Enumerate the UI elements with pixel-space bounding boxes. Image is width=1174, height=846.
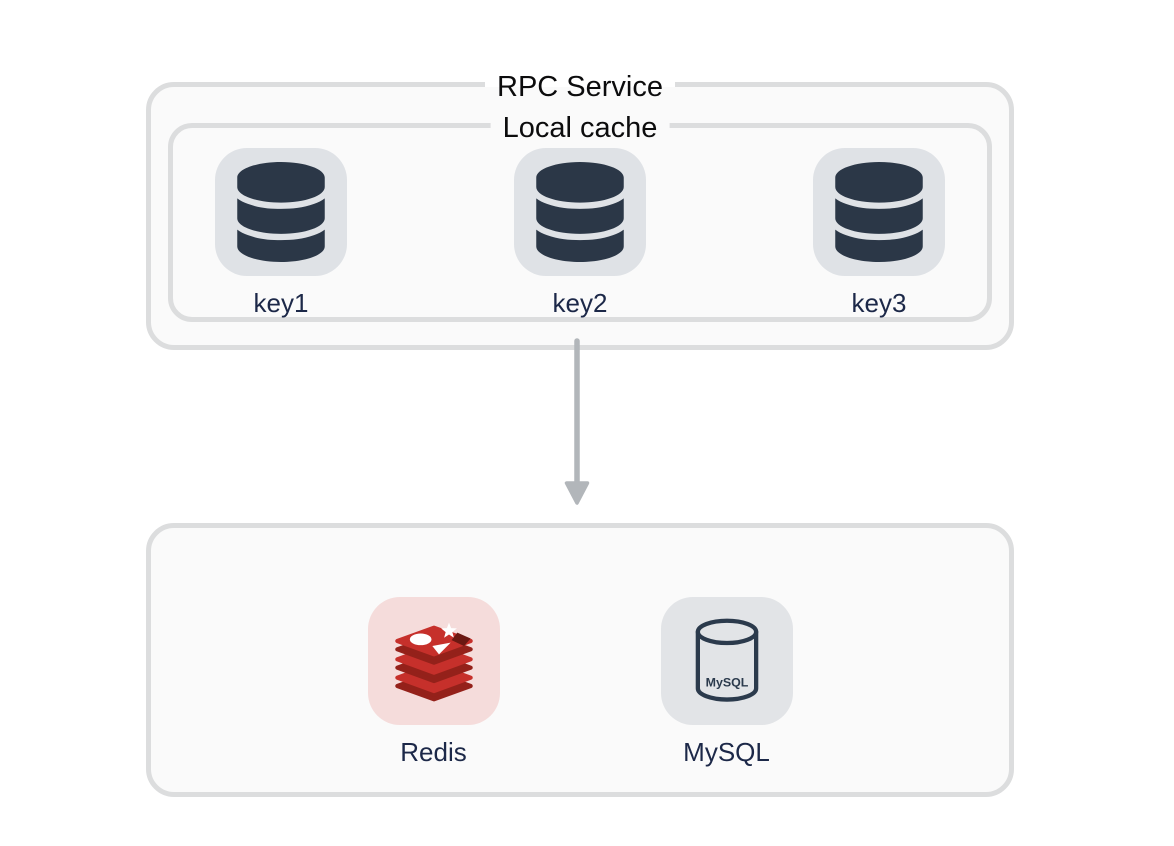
rpc-service-box: RPC Service Local cache key1 bbox=[146, 70, 1014, 350]
key3-label: key3 bbox=[851, 288, 907, 318]
mysql-icon: MySQL bbox=[695, 618, 758, 702]
rpc-service-title: RPC Service bbox=[485, 70, 675, 104]
storage-row: Redis MySQL MySQL bbox=[151, 528, 1009, 768]
redis-tile bbox=[367, 597, 500, 725]
local-cache-box: Local cache key1 bbox=[168, 111, 992, 322]
storage-box: Redis MySQL MySQL bbox=[146, 523, 1014, 797]
key2-label: key2 bbox=[552, 288, 608, 318]
storage-node-redis: Redis bbox=[367, 597, 500, 768]
cache-keys-row: key1 key2 key3 bbox=[173, 128, 987, 319]
redis-icon bbox=[394, 622, 473, 702]
local-cache-title: Local cache bbox=[490, 111, 670, 145]
cache-node-key3: key3 bbox=[813, 148, 945, 319]
redis-label: Redis bbox=[400, 737, 467, 767]
cache-node-key1: key1 bbox=[215, 148, 347, 319]
database-icon bbox=[835, 162, 923, 262]
key3-tile bbox=[813, 148, 945, 276]
mysql-tile: MySQL bbox=[660, 597, 793, 725]
database-icon bbox=[536, 162, 624, 262]
storage-node-mysql: MySQL MySQL bbox=[660, 597, 793, 768]
key1-tile bbox=[215, 148, 347, 276]
cache-node-key2: key2 bbox=[514, 148, 646, 319]
key1-label: key1 bbox=[253, 288, 309, 318]
key2-tile bbox=[514, 148, 646, 276]
database-icon bbox=[237, 162, 325, 262]
mysql-icon-text: MySQL bbox=[705, 676, 748, 690]
mysql-label: MySQL bbox=[683, 737, 770, 767]
arrow-down-icon bbox=[564, 338, 590, 505]
